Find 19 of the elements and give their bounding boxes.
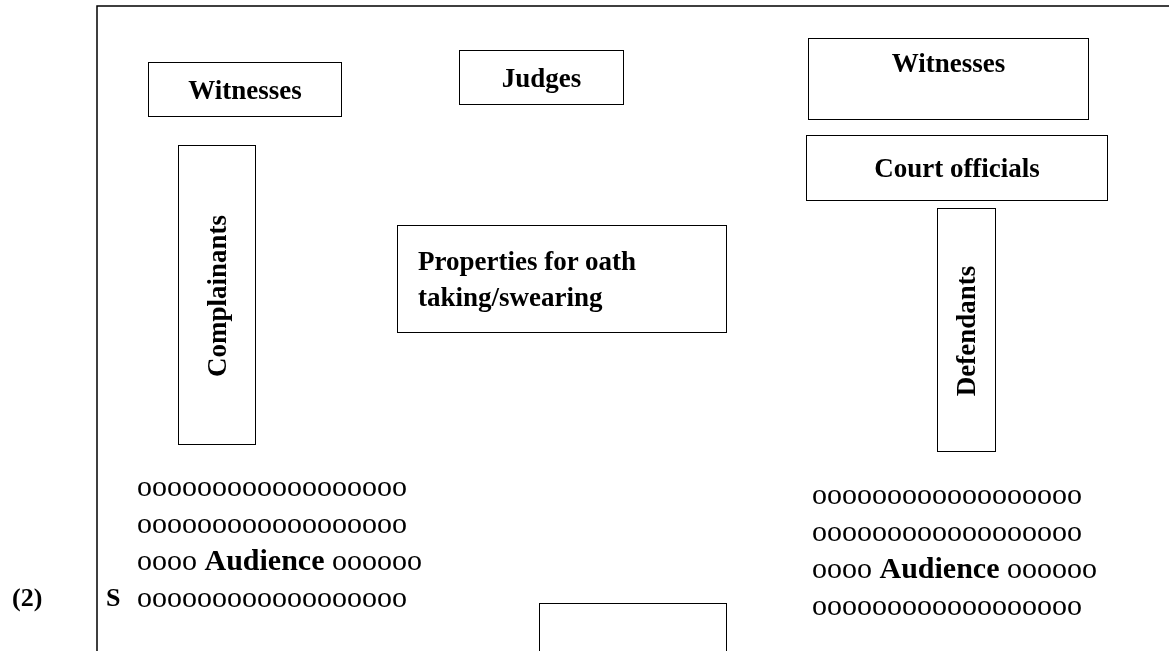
area-box: [148, 62, 342, 117]
area-label: Court officials: [874, 152, 1040, 185]
vertical-label: Defendants: [950, 265, 983, 397]
area-box: [937, 208, 996, 452]
vertical-label: Complainants: [201, 215, 233, 377]
audience-seating: oooooooooooooooooo oooooooooooooooooo oooo Audience oooooo oooooooooooooooooo: [812, 476, 1098, 623]
audience-seating: oooooooooooooooooo oooooooooooooooooo oooo Audience oooooo oooooooooooooooooo: [137, 468, 423, 615]
area-box: [806, 135, 1108, 201]
cut-off-text: S: [106, 582, 120, 614]
area-label: Witnesses: [188, 73, 302, 107]
area-box: [808, 38, 1089, 120]
area-box: [397, 225, 727, 333]
area-box: [459, 50, 624, 105]
empty-box: [539, 603, 727, 651]
area-box: [178, 145, 256, 445]
area-label: Witnesses: [891, 47, 1006, 80]
area-label: Properties for oath taking/swearing: [418, 245, 637, 314]
area-label: Judges: [501, 61, 582, 95]
figure-number: (2): [12, 582, 44, 614]
